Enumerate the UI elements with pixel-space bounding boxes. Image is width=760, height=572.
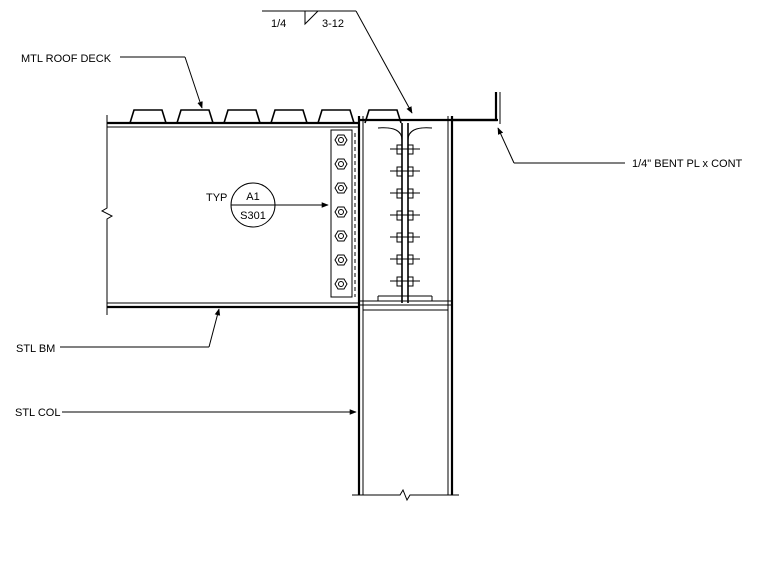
callout-sheet: S301 bbox=[240, 210, 266, 222]
bolt bbox=[390, 276, 420, 287]
callout-detail: A1 bbox=[246, 191, 259, 203]
bolt bbox=[390, 166, 420, 177]
leader-bent-plate bbox=[497, 127, 625, 164]
label-beam: STL BM bbox=[16, 343, 55, 355]
bolt bbox=[334, 182, 348, 194]
weld-size: 1/4 bbox=[271, 18, 286, 30]
weld-length-pitch: 3-12 bbox=[322, 18, 344, 30]
bolt bbox=[390, 144, 420, 155]
shear-plate bbox=[330, 129, 356, 298]
steel-beam bbox=[100, 115, 360, 315]
label-roof-deck: MTL ROOF DECK bbox=[21, 53, 112, 65]
column-web-connection bbox=[377, 123, 433, 303]
shear-plate-bolts bbox=[334, 134, 348, 290]
steel-column bbox=[352, 116, 498, 502]
bolt bbox=[334, 278, 348, 290]
label-bent-plate: 1/4" BENT PL x CONT bbox=[632, 158, 743, 170]
bolt bbox=[334, 134, 348, 146]
bolt bbox=[390, 232, 420, 243]
bolt bbox=[334, 230, 348, 242]
metal-roof-deck bbox=[129, 109, 402, 124]
leader-roof-deck bbox=[120, 56, 203, 109]
bent-plate bbox=[452, 92, 501, 124]
bolt bbox=[334, 254, 348, 266]
bolt bbox=[334, 158, 348, 170]
bolt bbox=[334, 206, 348, 218]
label-column: STL COL bbox=[15, 407, 60, 419]
bolt bbox=[390, 254, 420, 265]
label-typ: TYP bbox=[206, 192, 227, 204]
bolt bbox=[390, 210, 420, 221]
leader-beam bbox=[60, 308, 221, 348]
section-callout[interactable]: A1 S301 bbox=[230, 182, 329, 228]
bolt bbox=[390, 188, 420, 199]
column-bolts bbox=[390, 144, 420, 287]
weld-symbol: 1/4 3-12 bbox=[262, 10, 413, 114]
